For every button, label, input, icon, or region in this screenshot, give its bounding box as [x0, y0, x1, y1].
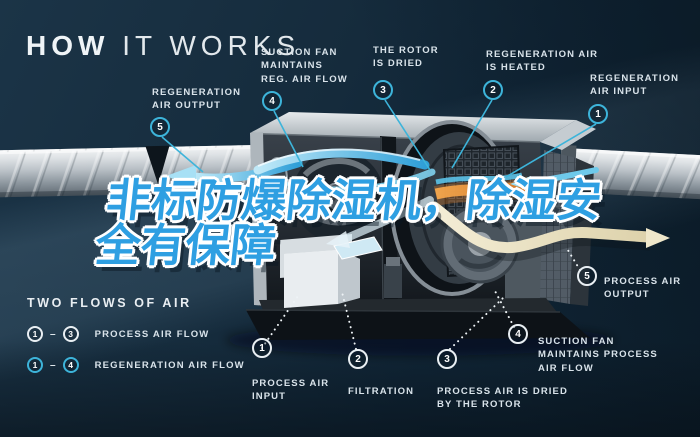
legend-row-process: 1 – 3 PROCESS AIR FLOW: [27, 324, 245, 344]
arrow-reg-input: [510, 176, 532, 191]
step-circle-reg-5: 5: [150, 117, 170, 137]
legend-circle-1a: 1: [27, 326, 43, 342]
legend-label-process: PROCESS AIR FLOW: [94, 328, 210, 340]
label-filtration: FILTRATION: [348, 386, 415, 397]
headline-line2: 全有保障: [92, 219, 279, 272]
step-circle-reg-3: 3: [373, 80, 393, 100]
chinese-headline: 非标防爆除湿机，除湿安 全有保障: [93, 174, 604, 272]
airflow-ribbons: [166, 148, 670, 262]
step-circle-reg-2: 2: [483, 80, 503, 100]
filter-pane: [333, 236, 383, 260]
legend-dash-1: –: [50, 328, 56, 340]
machine-base: [246, 310, 590, 340]
step-circle-proc-3: 3: [437, 349, 457, 369]
legend: TWO FLOWS OF AIR 1 – 3 PROCESS AIR FLOW …: [27, 296, 245, 386]
title-rest: IT WORKS: [109, 30, 301, 61]
step-circle-reg-1: 1: [588, 104, 608, 124]
title-word-how: HOW: [26, 30, 110, 61]
legend-label-regeneration: REGENERATION AIR FLOW: [94, 359, 245, 371]
arrow-left: [166, 165, 196, 188]
legend-dash-2: –: [50, 359, 56, 371]
legend-circle-4: 4: [62, 357, 79, 373]
legend-circle-1b: 1: [27, 357, 43, 373]
legend-heading: TWO FLOWS OF AIR: [27, 296, 192, 310]
step-circle-proc-5: 5: [577, 266, 597, 286]
page-title: HOW IT WORKS: [26, 30, 300, 62]
arrow-right: [646, 228, 670, 248]
duct-notch: [145, 145, 170, 185]
step-circle-proc-1: 1: [252, 338, 272, 358]
pump: [384, 257, 402, 298]
legend-circle-3: 3: [62, 326, 79, 342]
step-circle-proc-2: 2: [348, 349, 368, 369]
process-air-ribbon: [428, 201, 654, 254]
outlet-mesh-wall: [540, 150, 576, 304]
step-circle-reg-4: 4: [262, 91, 282, 111]
step-circle-proc-4: 4: [508, 324, 528, 344]
machine-top-face: [250, 112, 576, 142]
legend-row-regeneration: 1 – 4 REGENERATION AIR FLOW: [27, 355, 245, 375]
